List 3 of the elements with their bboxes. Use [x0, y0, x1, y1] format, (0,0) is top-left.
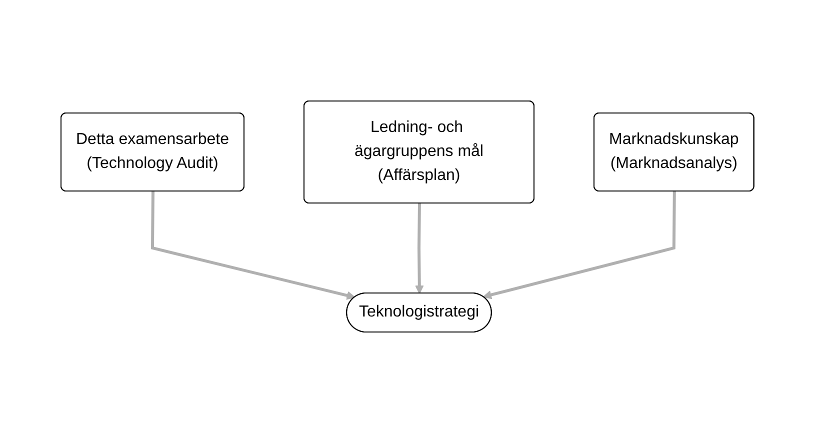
arrow	[151, 191, 356, 300]
arrow	[415, 203, 424, 294]
arrow	[483, 191, 676, 300]
